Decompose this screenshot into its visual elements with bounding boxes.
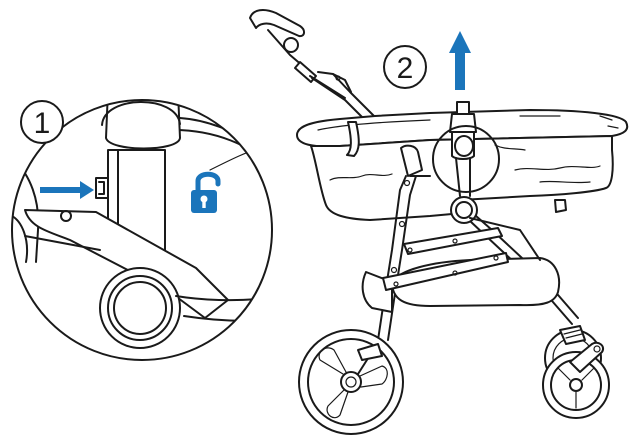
- basket: [363, 218, 559, 312]
- front-wheel: [299, 330, 403, 434]
- step-2-number: 2: [397, 52, 414, 85]
- lift-arrow-up: [449, 31, 471, 90]
- step-1-badge: 1: [21, 101, 63, 143]
- step-2-badge: 2: [384, 46, 426, 88]
- step-1-number: 1: [34, 107, 51, 140]
- handlebar: [250, 10, 345, 98]
- stroller-illustration: [250, 10, 627, 434]
